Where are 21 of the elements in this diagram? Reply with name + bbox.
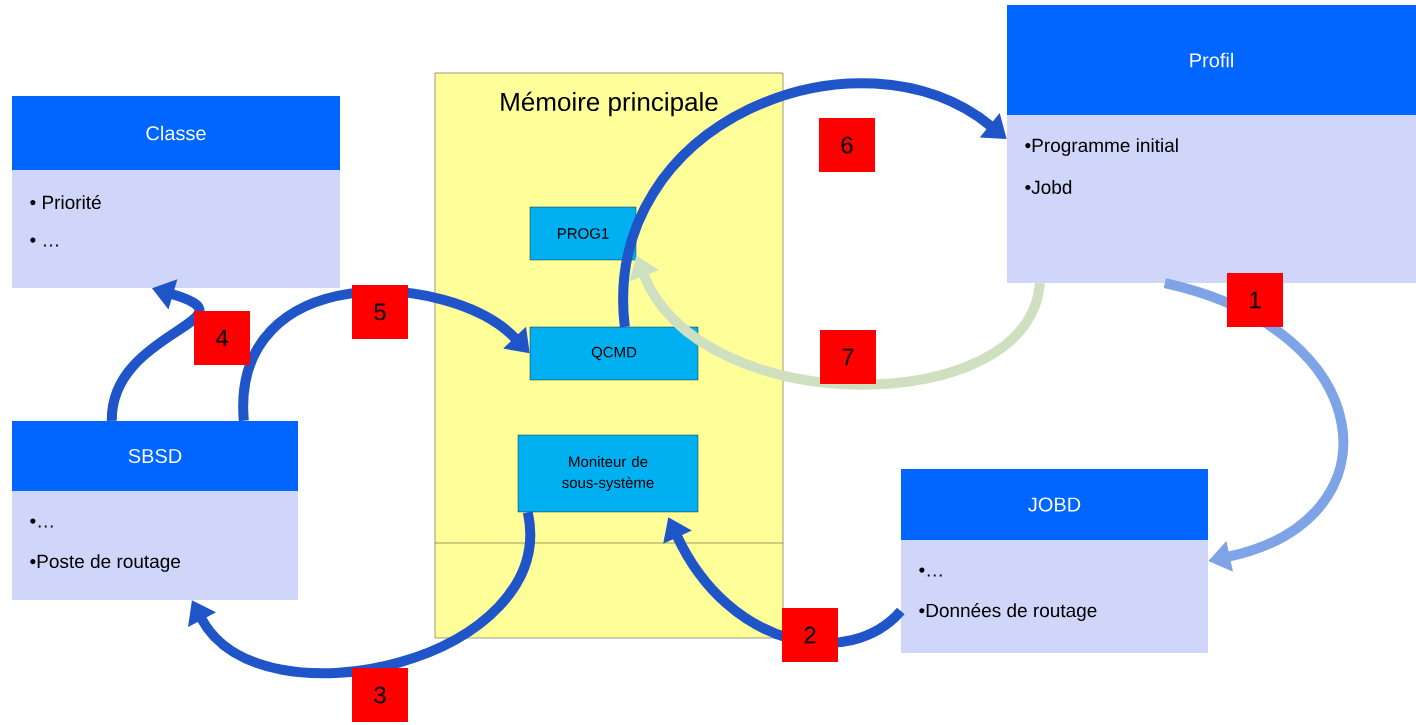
step-number: 1 [1227, 273, 1283, 327]
step-number: 4 [194, 311, 250, 365]
program-box: Moniteur de sous-système [517, 434, 699, 513]
curved-arrow [188, 512, 535, 679]
info-card: Classe • Priorité • … [12, 96, 340, 288]
step-number: 5 [352, 285, 408, 339]
info-card: Profil •Programme initial •Jobd [1007, 5, 1416, 283]
node-label: SBSD [128, 448, 182, 464]
curved-arrow [1163, 278, 1348, 572]
step-number: 3 [352, 668, 408, 722]
program-box: PROG1 [529, 206, 637, 261]
step-number: 6 [819, 118, 875, 172]
node-label: JOBD [1028, 497, 1081, 512]
program-box: QCMD [529, 326, 699, 381]
info-card: JOBD •… •Données de routage [901, 469, 1208, 653]
step-number: 7 [820, 330, 876, 384]
info-card: SBSD •… •Poste de routage [12, 421, 298, 600]
curved-arrow [238, 286, 530, 421]
step-number: 2 [782, 608, 838, 662]
node-label: Profil [1190, 52, 1233, 68]
node-label: Classe [146, 125, 206, 141]
